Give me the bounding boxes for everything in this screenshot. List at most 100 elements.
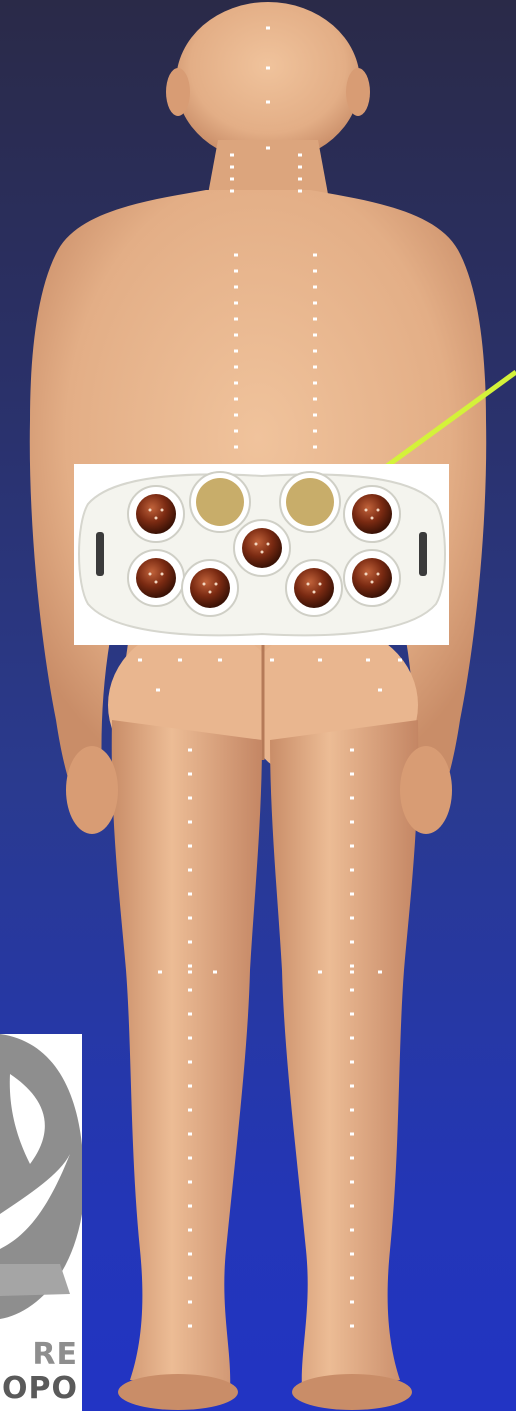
roller-ball	[352, 558, 392, 598]
acupoint-dot-icon	[298, 190, 302, 193]
acupoint-dot-icon	[188, 941, 192, 944]
acupoint-dot-icon	[188, 1013, 192, 1016]
roller-ball-highlight	[371, 581, 374, 584]
right-ear	[346, 68, 370, 116]
acupoint-dot-icon	[158, 971, 162, 974]
roller-ball-highlight	[365, 509, 368, 512]
acupoint-dot-icon	[313, 382, 317, 385]
acupoint-dot-icon	[178, 659, 182, 662]
acupoint-dot-icon	[218, 659, 222, 662]
roller-ball-highlight	[377, 509, 380, 512]
acupoint-dot-icon	[350, 965, 354, 968]
left-foot	[118, 1374, 238, 1410]
acupoint-dot-icon	[230, 190, 234, 193]
acupoint-dot-icon	[234, 350, 238, 353]
roller-ball-highlight	[371, 517, 374, 520]
acupoint-dot-icon	[188, 773, 192, 776]
acupoint-dot-icon	[234, 286, 238, 289]
acupoint-dot-icon	[350, 749, 354, 752]
acupoint-dot-icon	[350, 1181, 354, 1184]
acupoint-dot-icon	[350, 893, 354, 896]
acupoint-dot-icon	[366, 659, 370, 662]
acupoint-dot-icon	[266, 147, 270, 150]
acupoint-dot-icon	[350, 821, 354, 824]
acupoint-dot-icon	[156, 689, 160, 692]
brand-logo: RE OPO	[0, 1034, 82, 1411]
human-back-figure	[30, 2, 486, 1410]
acupoint-dot-icon	[234, 302, 238, 305]
acupoint-dot-icon	[234, 254, 238, 257]
acupoint-dot-icon	[188, 1109, 192, 1112]
acupoint-dot-icon	[350, 917, 354, 920]
acupoint-dot-icon	[234, 270, 238, 273]
acupoint-dot-icon	[313, 334, 317, 337]
acupoint-dot-icon	[234, 382, 238, 385]
acupoint-dot-icon	[234, 398, 238, 401]
acupoint-dot-icon	[188, 797, 192, 800]
roller-ball-highlight	[209, 591, 212, 594]
acupoint-dot-icon	[350, 1037, 354, 1040]
acupoint-dot-icon	[318, 971, 322, 974]
roller-ball-highlight	[161, 573, 164, 576]
left-hand	[66, 746, 118, 834]
acupoint-dot-icon	[350, 971, 354, 974]
acupoint-dot-icon	[313, 414, 317, 417]
acupoint-dot-icon	[234, 446, 238, 449]
acupoint-dot-icon	[188, 845, 192, 848]
acupoint-dot-icon	[234, 414, 238, 417]
acupoint-dot-icon	[298, 166, 302, 169]
roller-ball-highlight	[255, 543, 258, 546]
acupoint-dot-icon	[234, 318, 238, 321]
acupoint-dot-icon	[188, 1181, 192, 1184]
roller-ball-highlight	[365, 573, 368, 576]
acupoint-dot-icon	[188, 1325, 192, 1328]
roller-ball	[136, 558, 176, 598]
acupoint-dot-icon	[350, 1085, 354, 1088]
acupoint-dot-icon	[350, 1277, 354, 1280]
acupoint-dot-icon	[188, 1205, 192, 1208]
roller-ball	[352, 494, 392, 534]
acupoint-dot-icon	[188, 1277, 192, 1280]
logo-text-top: RE	[32, 1340, 78, 1370]
acupoint-dot-icon	[350, 1013, 354, 1016]
roller-ball-highlight	[215, 583, 218, 586]
roller-ball-highlight	[377, 573, 380, 576]
acupoint-dot-icon	[350, 1205, 354, 1208]
acupoint-dot-icon	[313, 366, 317, 369]
roller-ball-highlight	[307, 583, 310, 586]
acupoint-dot-icon	[350, 1109, 354, 1112]
acupoint-dot-icon	[188, 1229, 192, 1232]
acupoint-dot-icon	[188, 821, 192, 824]
roller-ball-highlight	[267, 543, 270, 546]
right-foot	[292, 1374, 412, 1410]
roller-ball	[136, 494, 176, 534]
acupoint-dot-icon	[188, 893, 192, 896]
acupoint-dot-icon	[188, 1133, 192, 1136]
right-leg	[270, 720, 418, 1390]
acupoint-dot-icon	[188, 989, 192, 992]
roller-ball-highlight	[149, 509, 152, 512]
acupoint-dot-icon	[188, 1061, 192, 1064]
acupoint-dot-icon	[398, 659, 402, 662]
massage-device-card	[74, 464, 449, 645]
acupoint-dot-icon	[266, 27, 270, 30]
acupoint-dot-icon	[350, 1157, 354, 1160]
acupoint-dot-icon	[188, 965, 192, 968]
acupoint-dot-icon	[188, 1157, 192, 1160]
acupoint-dot-icon	[188, 1301, 192, 1304]
roller-ball-highlight	[261, 551, 264, 554]
roller-ball-highlight	[155, 581, 158, 584]
roller-ball-highlight	[155, 517, 158, 520]
acupoint-dot-icon	[188, 971, 192, 974]
roller-ball-highlight	[149, 573, 152, 576]
acupoint-dot-icon	[266, 101, 270, 104]
acupoint-dot-icon	[313, 430, 317, 433]
acupoint-dot-icon	[350, 1061, 354, 1064]
logo-text-bottom: OPO	[2, 1374, 78, 1404]
acupoint-dot-icon	[350, 941, 354, 944]
roller-ball-highlight	[319, 583, 322, 586]
acupoint-dot-icon	[318, 659, 322, 662]
right-control-slot	[419, 532, 427, 576]
head	[176, 2, 360, 162]
acupoint-dot-icon	[313, 286, 317, 289]
